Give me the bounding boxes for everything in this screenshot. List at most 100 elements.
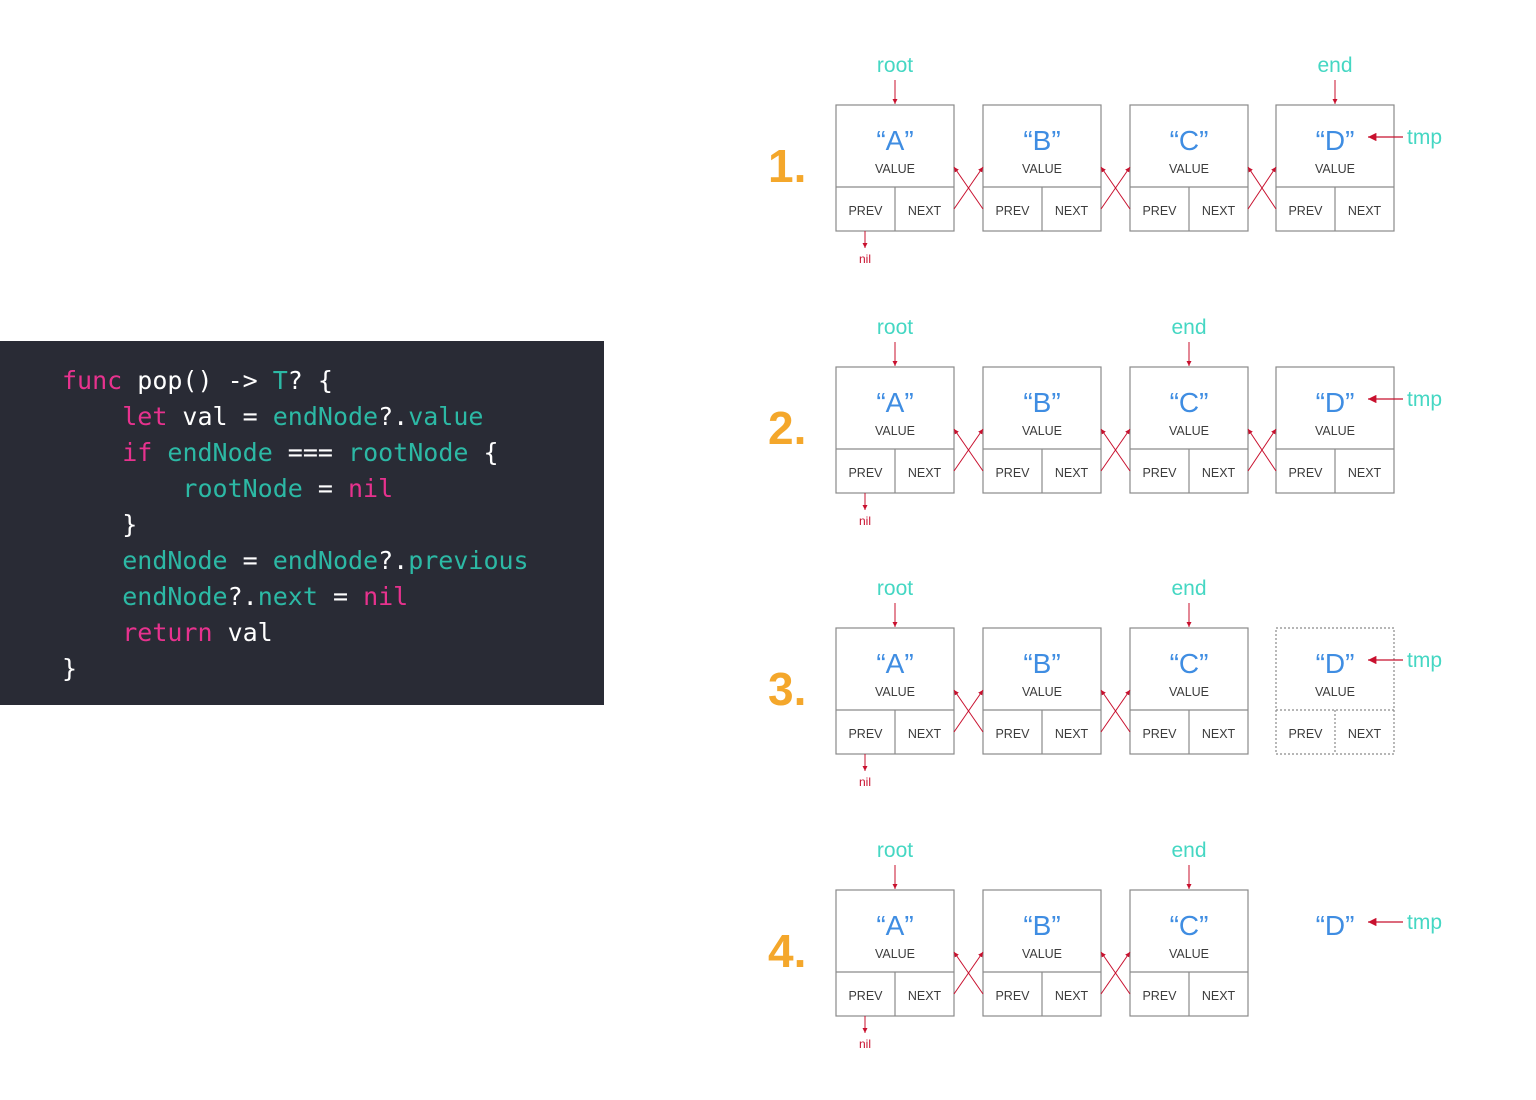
next-label: NEXT xyxy=(908,989,942,1003)
code-token: rootNode xyxy=(348,438,469,467)
next-label: NEXT xyxy=(1202,989,1236,1003)
code-token: ?. xyxy=(378,546,409,575)
tmp-pointer-label: tmp xyxy=(1407,649,1442,672)
step-label: 4. xyxy=(768,925,806,977)
prev-link-arrow xyxy=(953,689,984,733)
prev-link-arrow xyxy=(1100,689,1131,733)
node-value: “B” xyxy=(1023,387,1060,418)
code-token: endNode xyxy=(272,546,379,575)
prev-label: PREV xyxy=(1142,466,1177,480)
tmp-pointer-label: tmp xyxy=(1407,388,1442,411)
code-line: rootNode = nil xyxy=(62,471,604,507)
code-token: endNode xyxy=(167,438,273,467)
prev-link-arrow xyxy=(953,951,984,995)
code-token: rootNode xyxy=(182,474,303,503)
next-label: NEXT xyxy=(1055,989,1089,1003)
prev-link-arrow xyxy=(1100,951,1131,995)
code-token: val xyxy=(212,618,273,647)
node-value: “C” xyxy=(1170,125,1209,156)
code-token: if xyxy=(122,438,153,467)
code-token: === xyxy=(272,438,349,467)
code-token: val = xyxy=(167,402,273,431)
next-label: NEXT xyxy=(1202,727,1236,741)
node-value: “D” xyxy=(1316,648,1355,679)
prev-label: PREV xyxy=(995,204,1030,218)
value-label: VALUE xyxy=(875,947,915,961)
code-token: endNode xyxy=(272,402,379,431)
code-token: func xyxy=(62,366,123,395)
code-token: previous xyxy=(408,546,529,575)
prev-link-arrow xyxy=(1247,428,1277,472)
code-token: endNode xyxy=(122,582,228,611)
next-label: NEXT xyxy=(1348,466,1382,480)
root-pointer-label: root xyxy=(877,839,913,862)
step-label: 3. xyxy=(768,663,806,715)
tmp-pointer-label: tmp xyxy=(1407,126,1442,149)
code-token: endNode xyxy=(122,546,228,575)
node-box xyxy=(1275,627,1395,755)
node-value: “A” xyxy=(876,387,913,418)
next-label: NEXT xyxy=(1055,204,1089,218)
node-value: “D” xyxy=(1316,125,1355,156)
value-label: VALUE xyxy=(1022,685,1062,699)
node-value: “C” xyxy=(1170,387,1209,418)
prev-label: PREV xyxy=(995,727,1030,741)
code-line: endNode?.next = nil xyxy=(62,579,604,615)
next-label: NEXT xyxy=(1202,466,1236,480)
prev-label: PREV xyxy=(1288,727,1323,741)
prev-label: PREV xyxy=(995,466,1030,480)
code-line: endNode = endNode?.previous xyxy=(62,543,604,579)
value-label: VALUE xyxy=(875,162,915,176)
prev-label: PREV xyxy=(848,727,883,741)
end-pointer-label: end xyxy=(1171,316,1206,339)
next-label: NEXT xyxy=(1348,727,1382,741)
node-value: “A” xyxy=(876,125,913,156)
prev-link-arrow xyxy=(953,166,984,210)
prev-label: PREV xyxy=(1142,989,1177,1003)
value-label: VALUE xyxy=(1022,424,1062,438)
code-token: = xyxy=(317,582,364,611)
code-line: let val = endNode?.value xyxy=(62,399,604,435)
end-pointer-label: end xyxy=(1171,839,1206,862)
code-token: = xyxy=(227,546,273,575)
value-label: VALUE xyxy=(875,685,915,699)
nil-label: nil xyxy=(859,1037,871,1051)
tmp-pointer-label: tmp xyxy=(1407,911,1442,934)
step-label: 2. xyxy=(768,402,806,454)
value-label: VALUE xyxy=(1315,685,1355,699)
next-label: NEXT xyxy=(908,727,942,741)
root-pointer-label: root xyxy=(877,577,913,600)
prev-label: PREV xyxy=(1142,204,1177,218)
root-pointer-label: root xyxy=(877,316,913,339)
code-token: return xyxy=(122,618,213,647)
value-label: VALUE xyxy=(875,424,915,438)
prev-link-arrow xyxy=(953,428,984,472)
code-line: } xyxy=(62,507,604,543)
value-label: VALUE xyxy=(1169,947,1209,961)
code-token: value xyxy=(408,402,484,431)
end-pointer-label: end xyxy=(1317,54,1352,77)
code-token: { xyxy=(468,438,499,467)
value-label: VALUE xyxy=(1169,162,1209,176)
node-box xyxy=(1129,366,1249,494)
prev-link-arrow xyxy=(1100,166,1131,210)
next-label: NEXT xyxy=(1055,727,1089,741)
nil-label: nil xyxy=(859,775,871,789)
code-token: } xyxy=(62,510,138,539)
next-label: NEXT xyxy=(1348,204,1382,218)
node-value: “A” xyxy=(876,648,913,679)
list-node: “D” xyxy=(1316,910,1355,941)
prev-label: PREV xyxy=(1288,466,1323,480)
